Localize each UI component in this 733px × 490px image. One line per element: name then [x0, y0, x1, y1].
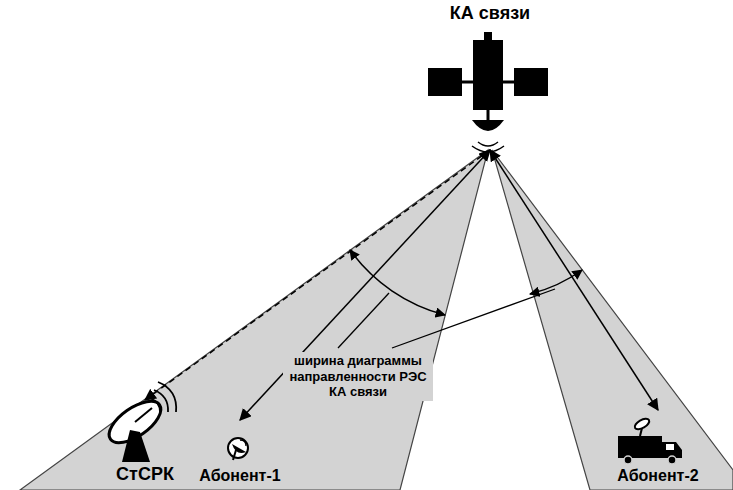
subscriber-terminal-icon: [228, 438, 248, 460]
beam-right: [492, 150, 733, 490]
subscriber-node: Абонент-2: [598, 410, 718, 488]
ground-station-icon: [102, 382, 176, 462]
radio-link: [145, 150, 490, 400]
leader-line: [392, 289, 555, 348]
subscriber-node: Абонент-1: [190, 420, 290, 488]
radio-link: [490, 150, 658, 410]
node-label: Абонент-2: [617, 467, 698, 485]
station-node: СтСРК: [90, 400, 200, 488]
node-label: Абонент-1: [199, 467, 280, 485]
beam-width-arc: [530, 270, 582, 294]
satellite-node: КА связи: [430, 2, 550, 150]
beam-left: [20, 150, 488, 490]
beam-width-label: ширина диаграммы направленности РЭС КА с…: [283, 352, 433, 401]
truck-icon: [618, 417, 682, 464]
beam-width-arc: [350, 250, 445, 315]
node-label: СтСРК: [116, 465, 174, 485]
satellite-icon: [428, 32, 548, 152]
node-label: КА связи: [450, 4, 530, 24]
radio-link: [240, 150, 490, 420]
leader-line: [338, 293, 389, 348]
